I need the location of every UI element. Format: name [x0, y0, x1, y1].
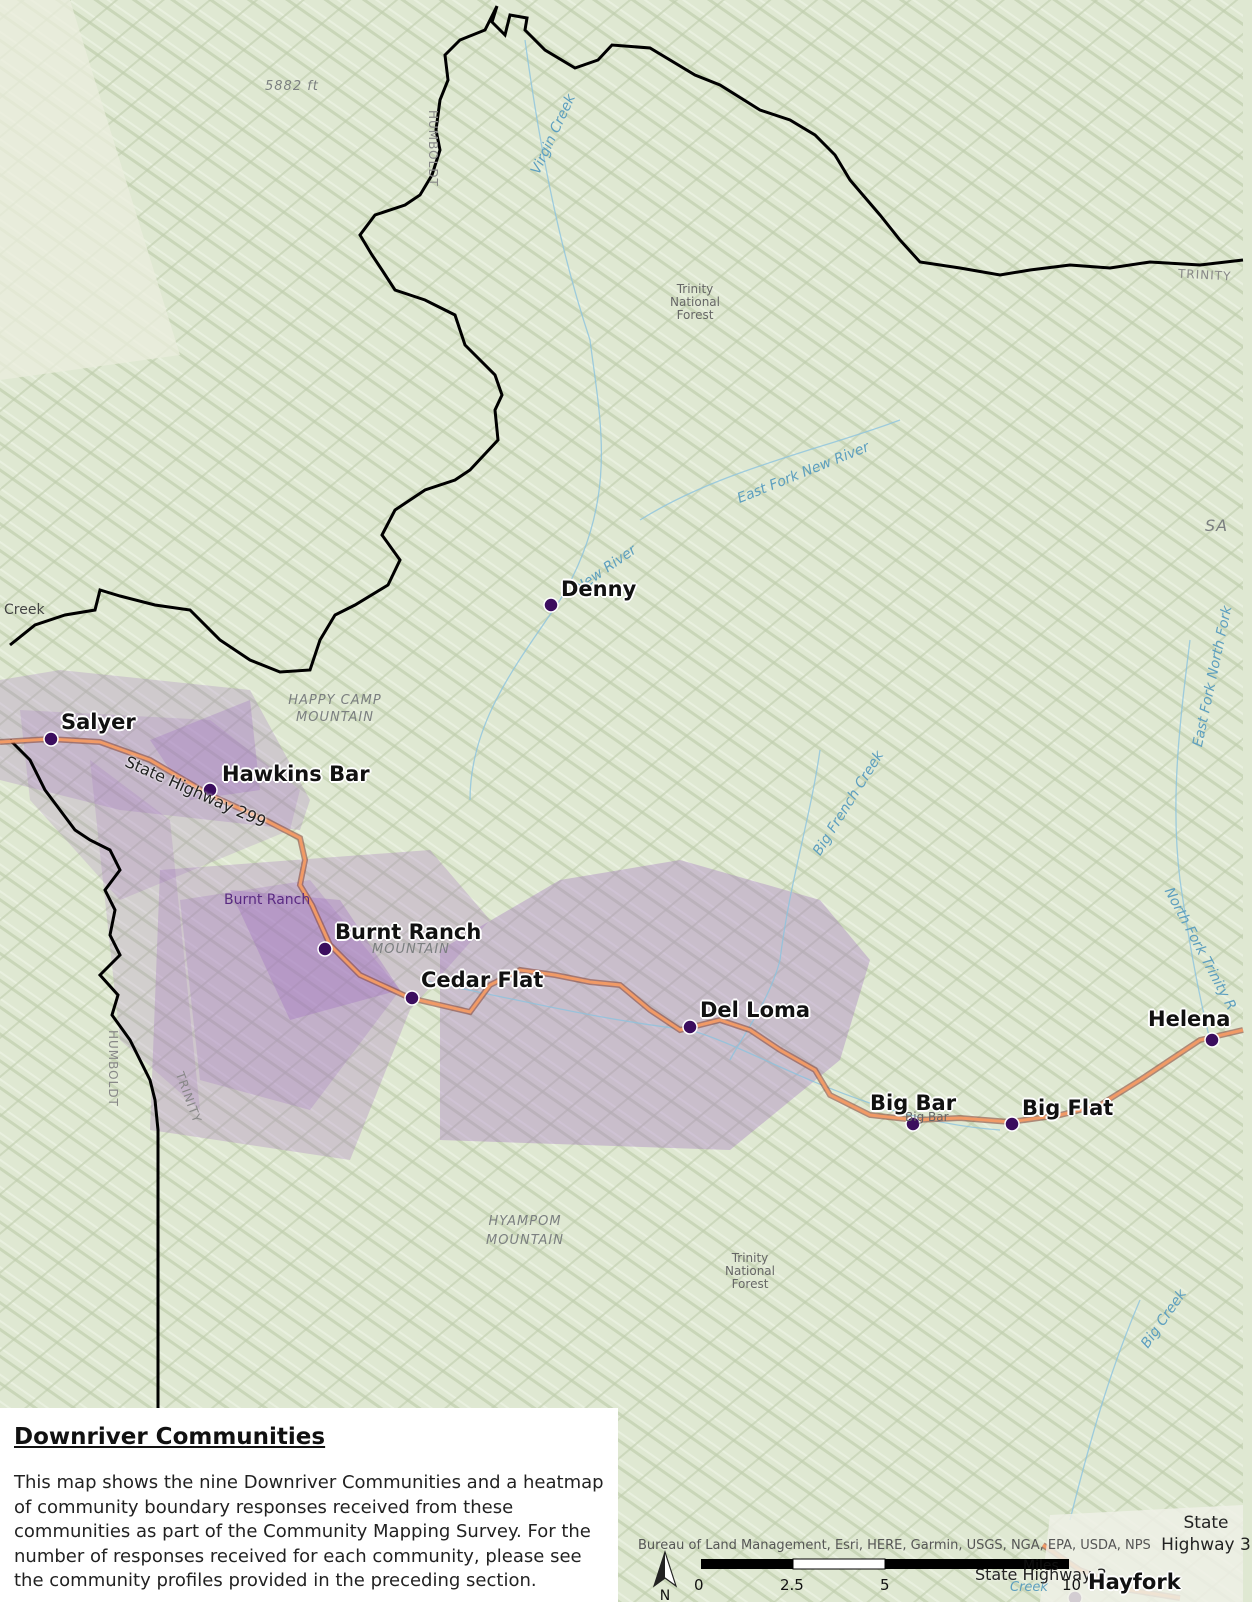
community-label-salyer: Salyer	[61, 710, 136, 734]
community-label-big-flat: Big Flat	[1022, 1096, 1114, 1120]
point-del-loma[interactable]	[682, 1019, 698, 1035]
community-label-hawkins-bar: Hawkins Bar	[222, 762, 370, 786]
point-denny[interactable]	[543, 597, 559, 613]
scale-tick-2-5: 2.5	[780, 1576, 804, 1594]
county-label-humboldt-north: HUMBOLDT	[426, 110, 440, 187]
county-label-humboldt-south: HUMBOLDT	[106, 1030, 120, 1107]
burnt-ranch-small-label: Burnt Ranch	[224, 892, 311, 908]
scale-tick-10: 10	[1062, 1576, 1082, 1594]
legend-panel: Downriver Communities This map shows the…	[0, 1408, 618, 1602]
point-hawkins-bar[interactable]	[202, 782, 218, 798]
creek-left-label: Creek	[4, 602, 45, 618]
happy-camp-label: HAPPY CAMP MOUNTAIN	[288, 693, 382, 725]
pale-area	[0, 0, 180, 380]
scale-tick-0: 0	[694, 1576, 704, 1594]
forest-label-north: Trinity National Forest	[669, 282, 720, 322]
community-label-denny: Denny	[561, 577, 637, 601]
community-label-hayfork: Hayfork	[1088, 1570, 1181, 1594]
scale-tick-5: 5	[880, 1576, 890, 1594]
legend-title: Downriver Communities	[14, 1424, 326, 1450]
point-big-bar[interactable]	[905, 1116, 921, 1132]
point-burnt-ranch[interactable]	[317, 941, 333, 957]
road-label-highway-3-left: State Highway 3	[975, 1565, 1107, 1584]
county-label-trinity-east: TRINITY	[1177, 266, 1232, 284]
road-label-highway-3-right: State Highway 3	[1161, 1513, 1251, 1555]
forest-label-south: Trinity National Forest	[724, 1251, 775, 1291]
north-arrow-icon: N	[652, 1550, 678, 1602]
community-label-del-loma: Del Loma	[700, 998, 811, 1022]
scale-bar	[701, 1558, 1069, 1570]
pale-patch	[1040, 1505, 1243, 1602]
burnt-ranch-mountain-label: MOUNTAIN	[372, 942, 450, 957]
scale-unit: Miles	[1023, 1558, 1059, 1574]
elevation-label: 5882 ft	[265, 79, 319, 94]
big-bar-small-label: Big Bar	[905, 1110, 949, 1124]
point-helena[interactable]	[1204, 1032, 1220, 1048]
legend-description: This map shows the nine Downriver Commun…	[14, 1472, 604, 1591]
point-big-flat[interactable]	[1004, 1116, 1020, 1132]
hyampom-label: HYAMPOM MOUNTAIN	[486, 1214, 564, 1248]
map-credits: Bureau of Land Management, Esri, HERE, G…	[638, 1538, 1151, 1553]
creek-bottom-label: Creek	[1010, 1580, 1048, 1595]
community-label-cedar-flat: Cedar Flat	[421, 968, 544, 992]
point-salyer[interactable]	[43, 731, 59, 747]
county-boundary	[9, 5, 1244, 674]
point-cedar-flat[interactable]	[404, 990, 420, 1006]
sa-label: SA	[1205, 516, 1229, 535]
community-label-helena: Helena	[1148, 1007, 1231, 1031]
county-boundary-west	[8, 738, 160, 1408]
heatmap	[0, 670, 870, 1160]
community-label-big-bar: Big Bar	[870, 1091, 957, 1115]
north-label: N	[660, 1588, 670, 1602]
community-label-burnt-ranch: Burnt Ranch	[335, 920, 482, 944]
